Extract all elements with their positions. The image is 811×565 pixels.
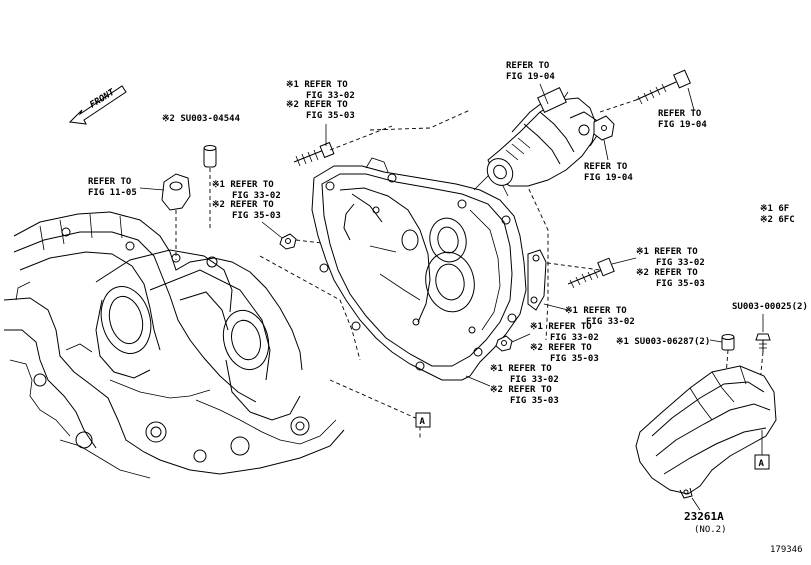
reference-a-right-text: A bbox=[759, 459, 765, 469]
label-right-1b: FIG 33-02 bbox=[656, 258, 705, 268]
label-right-2b: FIG 35-03 bbox=[656, 279, 705, 289]
label-su003-04544: ※2 SU003-04544 bbox=[162, 114, 241, 124]
label-low-1b: FIG 33-02 bbox=[550, 333, 599, 343]
label-top-2b: FIG 35-03 bbox=[306, 111, 355, 121]
label-bracket-b: FIG 19-04 bbox=[584, 173, 633, 183]
clip-nut bbox=[721, 334, 735, 351]
cover-bolt bbox=[755, 333, 771, 352]
label-low-1a: ※1 REFER TO bbox=[530, 322, 592, 332]
housing-bolt-top bbox=[293, 141, 335, 167]
housing-nut-lower bbox=[495, 335, 513, 352]
label-su003-06287: ※1 SU003-06287(2) bbox=[616, 337, 710, 347]
label-rb-b: FIG 33-02 bbox=[586, 317, 635, 327]
part-number-23261a: 23261A bbox=[684, 510, 724, 523]
housing-bolt-right bbox=[567, 257, 615, 289]
housing-bracket bbox=[527, 249, 547, 311]
starter-motor bbox=[486, 87, 599, 187]
label-low-2b: FIG 35-03 bbox=[550, 354, 599, 364]
label-starter-a: REFER TO bbox=[506, 61, 550, 71]
starter-bracket bbox=[593, 115, 615, 141]
label-mid-2b: FIG 35-03 bbox=[232, 211, 281, 221]
figure-id: 179346 bbox=[770, 545, 803, 555]
label-fig1105-a: REFER TO bbox=[88, 177, 132, 187]
label-bolt-a: REFER TO bbox=[658, 109, 702, 119]
reference-box-a-left bbox=[415, 412, 431, 428]
dowel-pin bbox=[203, 145, 217, 168]
legend-model-6f: ※1 6F bbox=[760, 204, 789, 214]
label-su003-00025: SU003-00025(2) bbox=[732, 302, 808, 312]
starter-bolt bbox=[635, 69, 691, 105]
label-bracket-a: REFER TO bbox=[584, 162, 628, 172]
transmission-housing bbox=[311, 157, 527, 381]
label-rb-a: ※1 REFER TO bbox=[565, 306, 627, 316]
reference-a-left-text: A bbox=[420, 417, 426, 427]
label-top-2a: ※2 REFER TO bbox=[286, 100, 348, 110]
label-bolt-b: FIG 19-04 bbox=[658, 120, 707, 130]
label-mid-1b: FIG 33-02 bbox=[232, 191, 281, 201]
clutch-cover-23261a bbox=[635, 365, 777, 499]
label-bot-2b: FIG 35-03 bbox=[510, 396, 559, 406]
label-bot-1a: ※1 REFER TO bbox=[490, 364, 552, 374]
legend-model-6fc: ※2 6FC bbox=[760, 215, 795, 225]
label-mid-2a: ※2 REFER TO bbox=[212, 200, 274, 210]
intake-manifold bbox=[13, 211, 303, 421]
engine-block bbox=[3, 281, 345, 479]
label-bot-1b: FIG 33-02 bbox=[510, 375, 559, 385]
label-top-1a: ※1 REFER TO bbox=[286, 80, 348, 90]
label-mid-1a: ※1 REFER TO bbox=[212, 180, 274, 190]
label-right-2a: ※2 REFER TO bbox=[636, 268, 698, 278]
label-starter-b: FIG 19-04 bbox=[506, 72, 555, 82]
front-arrow-icon bbox=[68, 85, 127, 125]
cover-cap bbox=[161, 173, 191, 211]
label-right-1a: ※1 REFER TO bbox=[636, 247, 698, 257]
housing-nut-left bbox=[279, 233, 297, 250]
label-top-1b: FIG 33-02 bbox=[306, 91, 355, 101]
label-bot-2a: ※2 REFER TO bbox=[490, 385, 552, 395]
label-low-2a: ※2 REFER TO bbox=[530, 343, 592, 353]
label-fig1105-b: FIG 11-05 bbox=[88, 188, 137, 198]
part-quantity: (NO.2) bbox=[694, 525, 727, 535]
